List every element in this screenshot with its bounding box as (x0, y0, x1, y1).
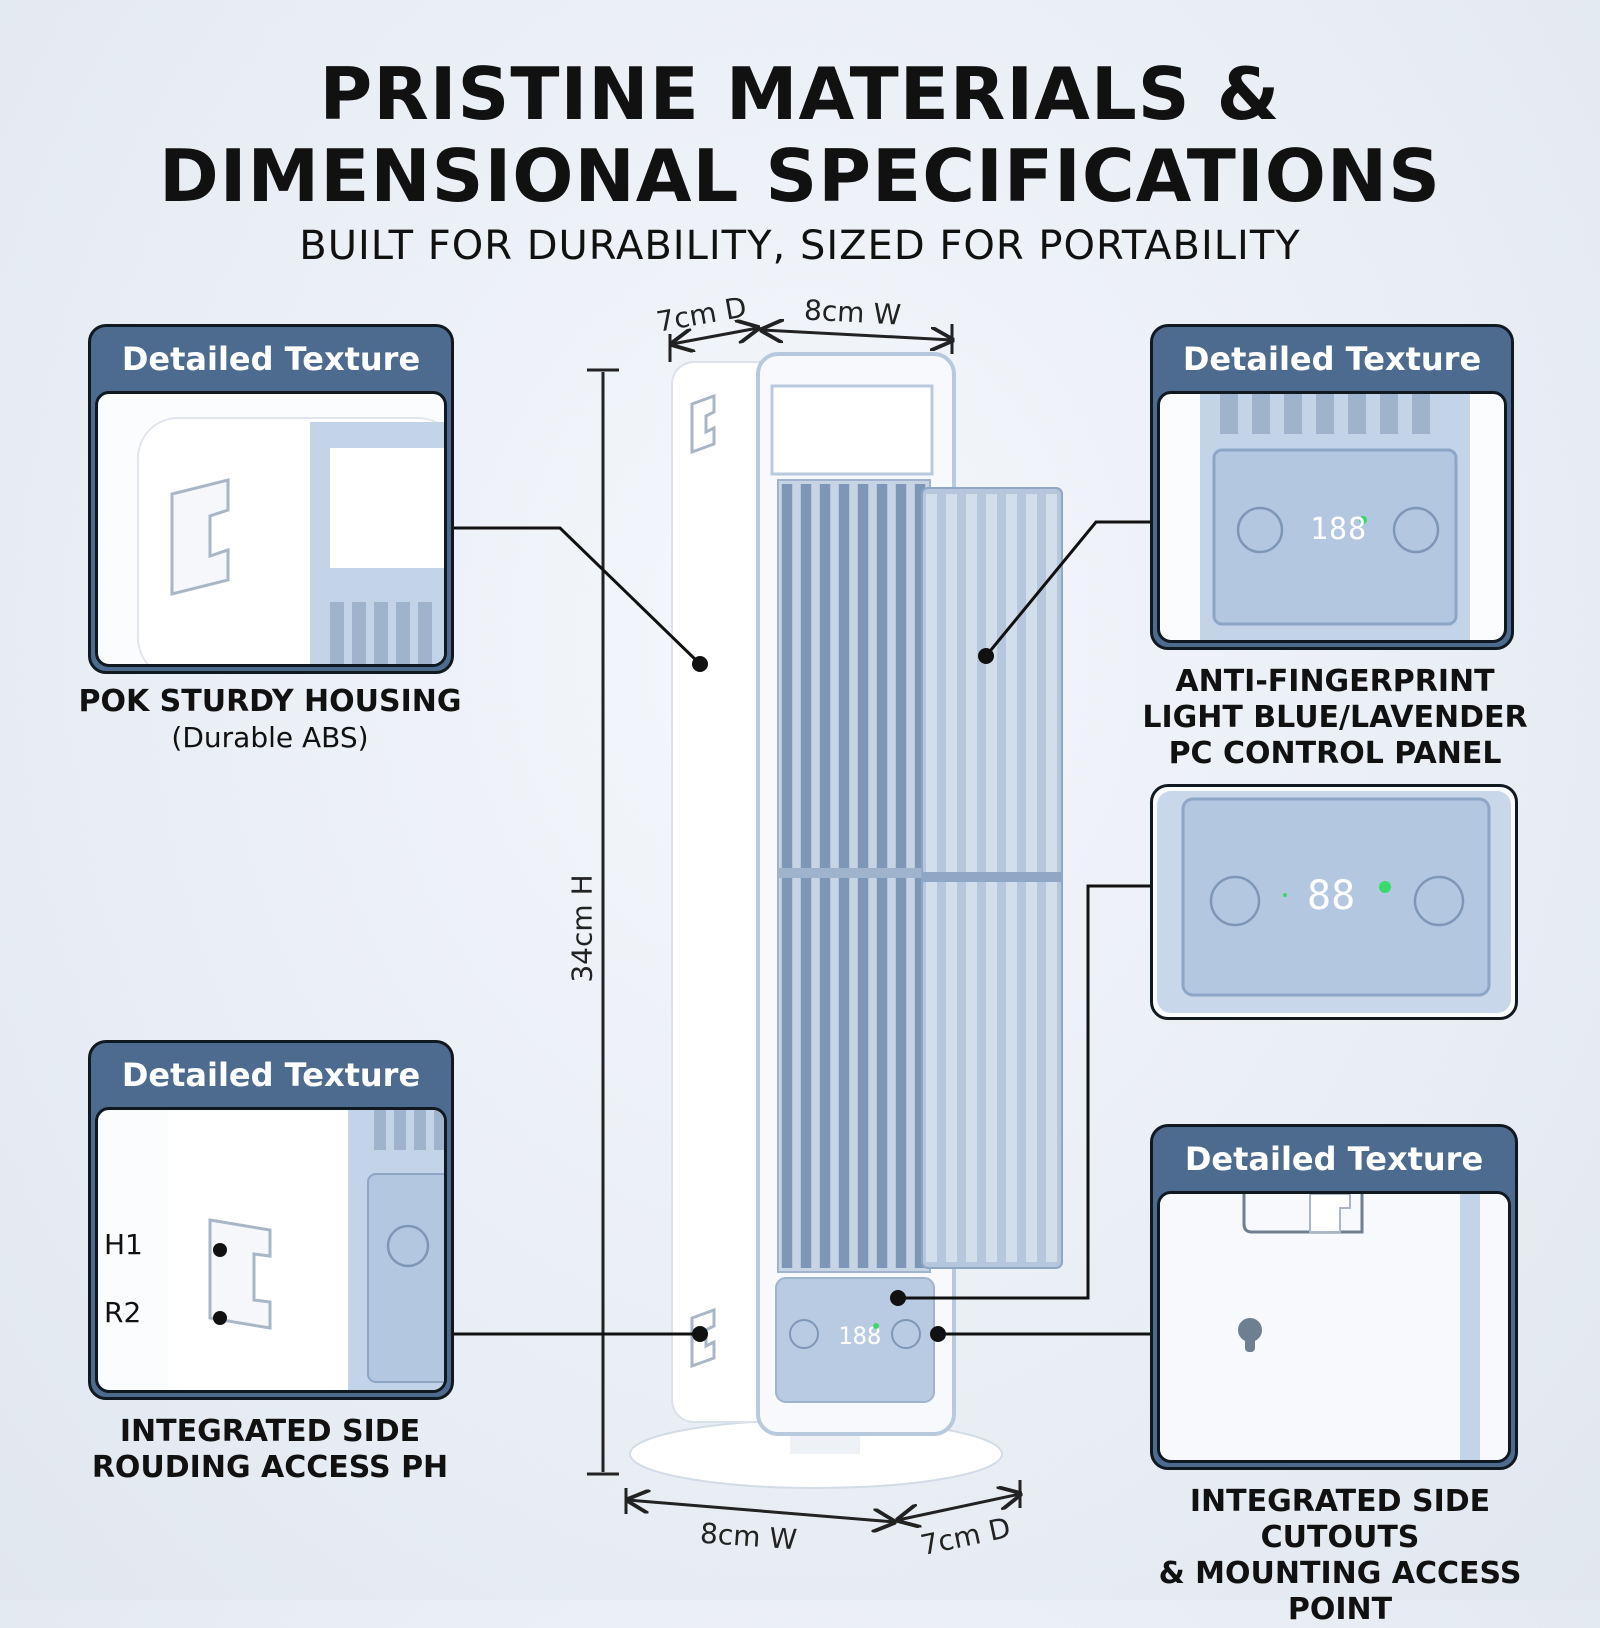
top-dimension-lines (670, 324, 952, 362)
card-header: Detailed Texture (121, 1056, 421, 1094)
mounting-caption-line2: & MOUNTING ACCESS POINT (1158, 1556, 1522, 1627)
height-dimension-line (587, 368, 619, 1476)
side-routing-caption: INTEGRATED SIDE ROUDING ACCESS PH (60, 1414, 480, 1486)
page-title-line2: DIMENSIONAL SPECIFICATIONS (158, 134, 1442, 218)
side-routing-closeup-image (95, 1107, 447, 1393)
housing-caption-title: POK STURDY HOUSING (78, 684, 462, 719)
side-routing-caption-line1: INTEGRATED SIDE (119, 1414, 421, 1449)
mounting-caption-line1: INTEGRATED SIDE CUTOUTS (1189, 1484, 1491, 1555)
card-header: Detailed Texture (1182, 340, 1482, 378)
control-panel-closeup-image: 188 (1157, 391, 1507, 643)
fan-grille-door (921, 487, 1063, 1269)
control-panel-caption-line2: LIGHT BLUE/LAVENDER (1142, 700, 1528, 735)
card-header: Detailed Texture (1184, 1140, 1484, 1178)
texture-card-housing: Detailed Texture (88, 324, 454, 674)
texture-card-mounting: Detailed Texture (1150, 1124, 1518, 1470)
page-subtitle: BUILT FOR DURABILITY, SIZED FOR PORTABIL… (299, 223, 1301, 269)
texture-card-control-panel: Detailed Texture 188 (1150, 324, 1514, 650)
card-header: Detailed Texture (121, 340, 421, 378)
bottom-dimension-lines (624, 1480, 1020, 1522)
fan-grille (777, 479, 931, 1273)
top-width-label: 8cm W (803, 293, 902, 332)
label-r2: R2 (104, 1296, 142, 1329)
control-panel-display-readout: 188 (1310, 512, 1368, 547)
height-label: 34cm H (565, 874, 599, 983)
control-panel-caption-line1: ANTI-FINGERPRINT (1175, 664, 1495, 699)
control-panel-caption: ANTI-FINGERPRINT LIGHT BLUE/LAVENDER PC … (1130, 664, 1540, 772)
control-panel-zoom-image: 88 (1157, 791, 1511, 1013)
texture-card-side-routing: Detailed Texture (88, 1040, 454, 1400)
control-panel-zoom-card: 88 (1150, 784, 1518, 1020)
side-routing-caption-line2: ROUDING ACCESS PH (91, 1450, 449, 1485)
leader-dots (692, 648, 994, 1342)
control-panel-zoom-readout: 88 (1307, 873, 1356, 919)
housing-caption: POK STURDY HOUSING (Durable ABS) (60, 684, 480, 756)
housing-closeup-image (95, 391, 447, 667)
label-h1: H1 (104, 1228, 143, 1261)
bottom-width-label: 8cm W (698, 1516, 799, 1557)
housing-caption-sub: (Durable ABS) (171, 721, 369, 754)
control-panel-caption-line3: PC CONTROL PANEL (1168, 736, 1502, 771)
mounting-caption: INTEGRATED SIDE CUTOUTS & MOUNTING ACCES… (1110, 1484, 1570, 1628)
mounting-closeup-image (1157, 1191, 1511, 1463)
page-title-line1: PRISTINE MATERIALS & (319, 52, 1281, 136)
